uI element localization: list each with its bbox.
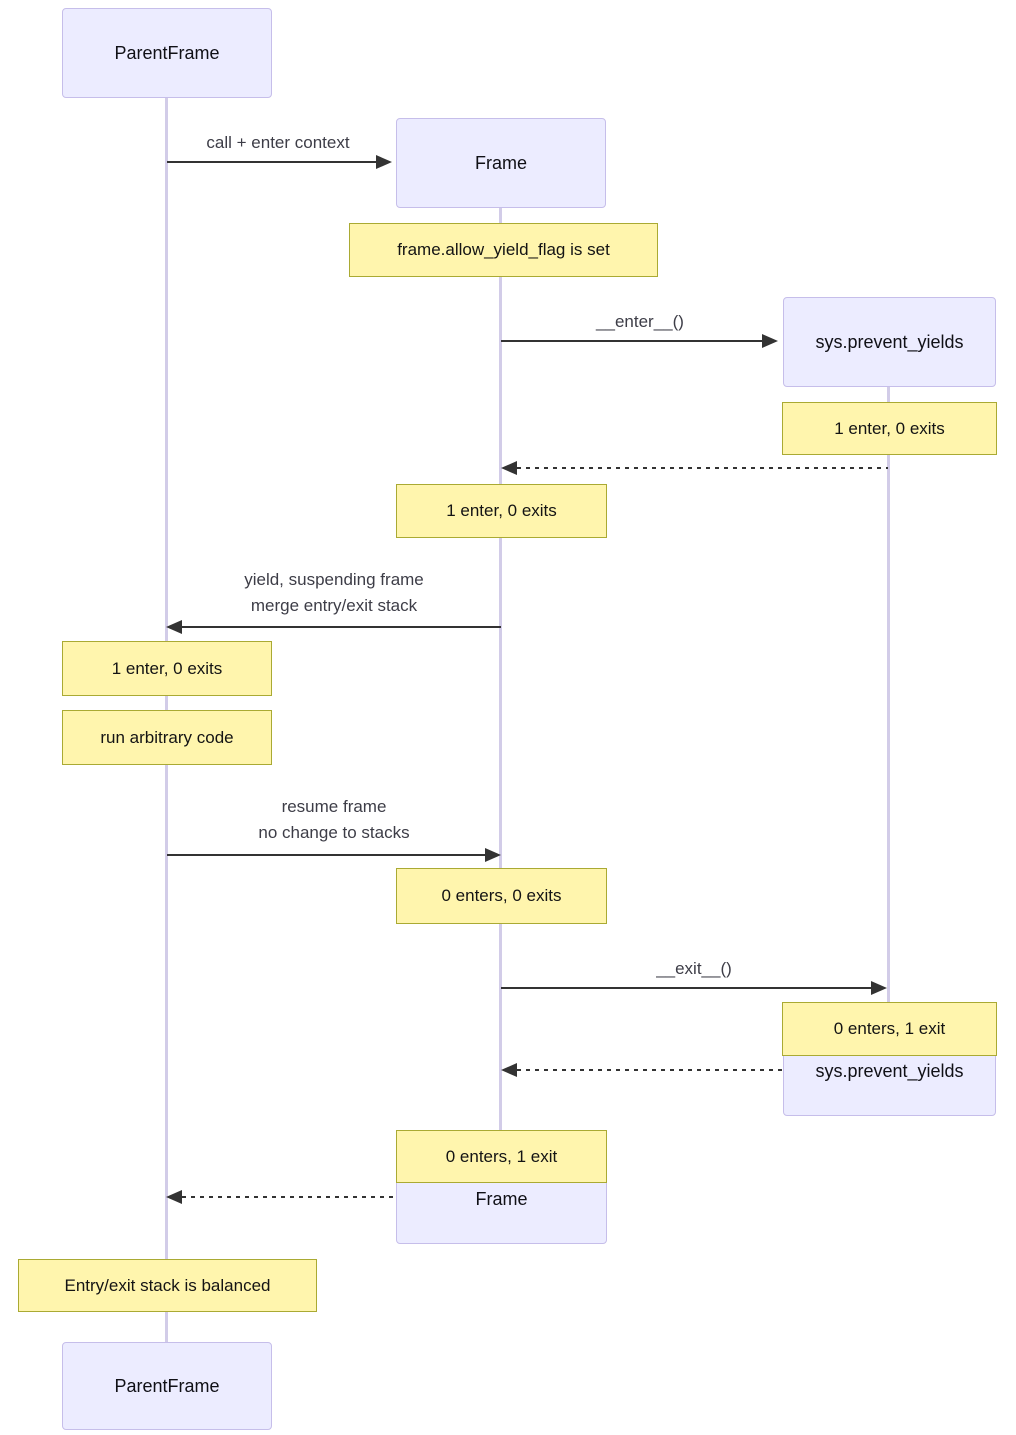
participant-parentframe-bottom: ParentFrame bbox=[62, 1342, 272, 1430]
participant-sys-prevent-yields-top: sys.prevent_yields bbox=[783, 297, 996, 387]
message-exit-line bbox=[501, 987, 871, 989]
message-exit-label: __exit__() bbox=[656, 959, 732, 978]
arrowhead-left-icon bbox=[501, 1063, 517, 1077]
message-yield-line2: merge entry/exit stack bbox=[250, 596, 418, 615]
message-resume-line1: resume frame bbox=[281, 797, 387, 816]
return-sys-to-frame-bottom-line bbox=[517, 1069, 888, 1071]
message-yield-line1: yield, suspending frame bbox=[244, 570, 424, 589]
return-frame-to-parent-line bbox=[182, 1196, 500, 1198]
arrowhead-left-icon bbox=[166, 620, 182, 634]
return-sys-to-frame-line bbox=[517, 467, 888, 469]
participant-parentframe-top: ParentFrame bbox=[62, 8, 272, 98]
arrowhead-left-icon bbox=[166, 1190, 182, 1204]
note-frame-enter-count: 1 enter, 0 exits bbox=[396, 484, 607, 538]
participant-frame-top: Frame bbox=[396, 118, 606, 208]
note-stack-balanced: Entry/exit stack is balanced bbox=[18, 1259, 317, 1312]
message-yield-line bbox=[182, 626, 501, 628]
message-yield-label: yield, suspending frame merge entry/exit… bbox=[174, 567, 494, 619]
note-frame-exit-count: 0 enters, 1 exit bbox=[396, 1130, 607, 1183]
message-resume-line2: no change to stacks bbox=[258, 823, 410, 842]
arrowhead-right-icon bbox=[871, 981, 887, 995]
arrowhead-left-icon bbox=[501, 461, 517, 475]
arrowhead-right-icon bbox=[485, 848, 501, 862]
message-enter-line bbox=[501, 340, 762, 342]
arrowhead-right-icon bbox=[376, 155, 392, 169]
note-sys-exit-count: 0 enters, 1 exit bbox=[782, 1002, 997, 1056]
lifeline-sys-prevent-yields bbox=[887, 387, 890, 1116]
message-resume-label: resume frame no change to stacks bbox=[174, 794, 494, 846]
note-run-arbitrary-code: run arbitrary code bbox=[62, 710, 272, 765]
note-allow-yield-flag: frame.allow_yield_flag is set bbox=[349, 223, 658, 277]
message-call-enter-context-line bbox=[167, 161, 376, 163]
message-call-enter-context-label: call + enter context bbox=[206, 133, 350, 152]
note-parent-enter-count: 1 enter, 0 exits bbox=[62, 641, 272, 696]
arrowhead-right-icon bbox=[762, 334, 778, 348]
message-resume-line bbox=[167, 854, 485, 856]
lifeline-frame bbox=[499, 208, 502, 1244]
note-frame-resume-count: 0 enters, 0 exits bbox=[396, 868, 607, 924]
note-sys-enter-count: 1 enter, 0 exits bbox=[782, 402, 997, 455]
message-enter-label: __enter__() bbox=[596, 312, 684, 331]
